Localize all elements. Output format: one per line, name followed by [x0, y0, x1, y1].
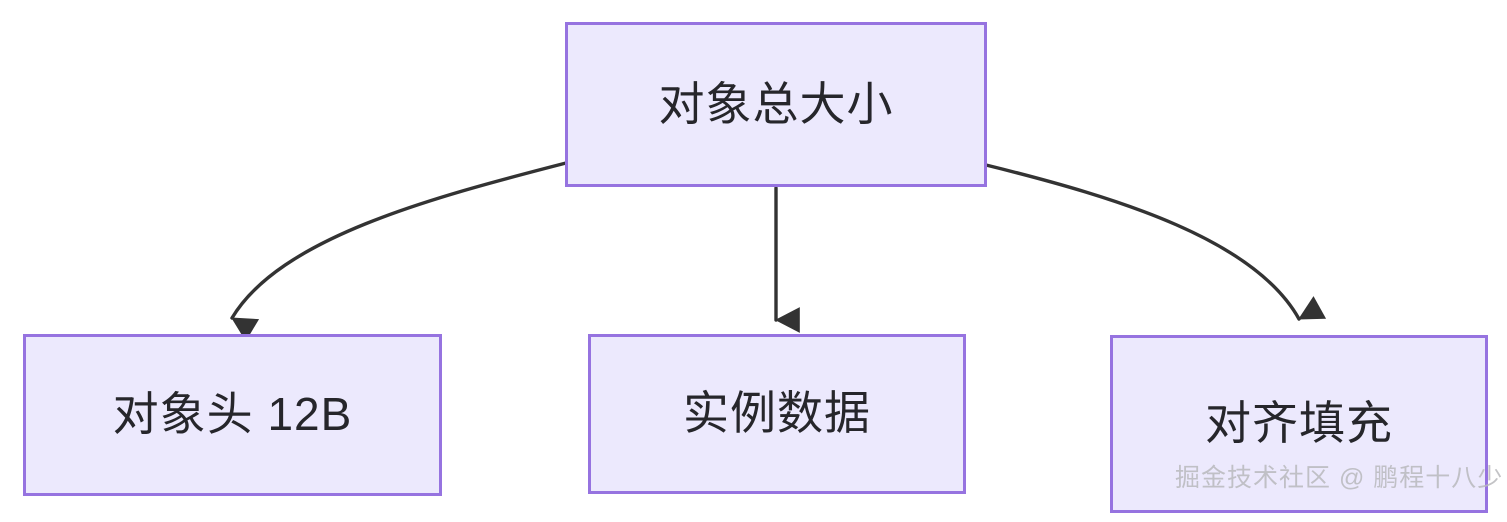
edge-root-to-padding — [984, 163, 1327, 321]
node-label: 对象总大小 — [658, 77, 894, 130]
node-total-object-size[interactable]: 对象总大小 — [565, 22, 987, 187]
edge-root-to-header — [230, 161, 568, 342]
node-label: 对象头 12B — [112, 388, 353, 441]
watermark-text: 掘金技术社区 @ 鹏程十八少 — [1175, 464, 1504, 492]
node-label: 实例数据 — [683, 387, 871, 440]
node-object-header[interactable]: 对象头 12B — [23, 334, 442, 496]
node-label: 对齐填充 — [1205, 397, 1393, 450]
node-instance-data[interactable]: 实例数据 — [588, 334, 966, 494]
node-alignment-padding[interactable]: 对齐填充 — [1110, 335, 1488, 513]
